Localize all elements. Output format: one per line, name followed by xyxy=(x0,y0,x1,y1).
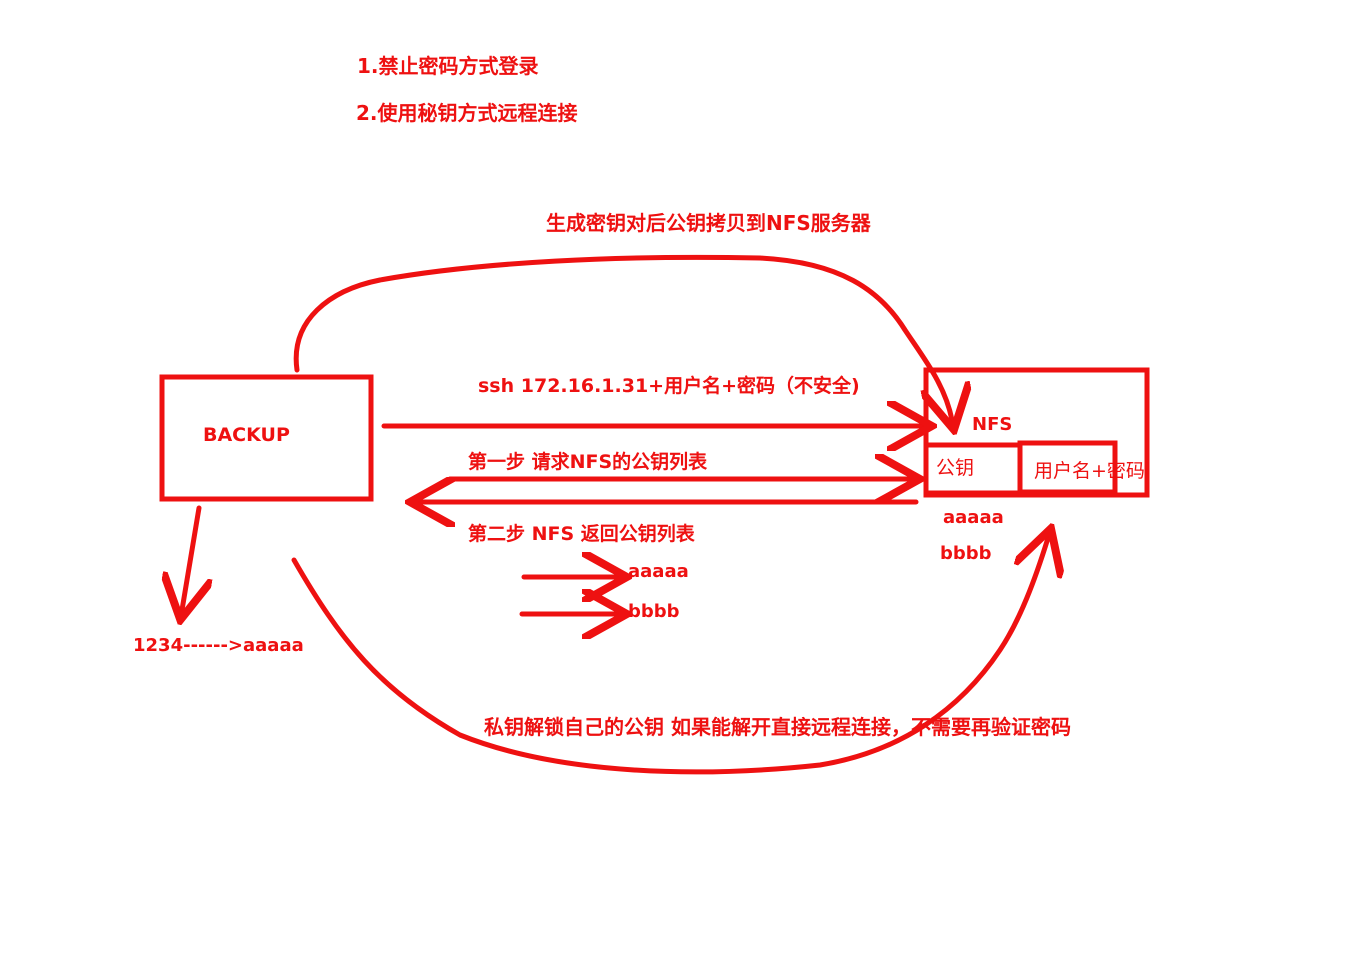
nfs-key-1: aaaaa xyxy=(943,507,1004,528)
bottom-unlock-arc xyxy=(291,538,1048,775)
top-copy-arc xyxy=(293,254,952,420)
nfs-label: NFS xyxy=(972,414,1013,435)
nfs-user-label: 用户名+密码 xyxy=(1034,460,1145,482)
private-key-arrow xyxy=(182,505,199,610)
bottom-arc-label: 私钥解锁自己的公钥 如果能解开直接远程连接，不需要再验证密码 xyxy=(484,715,1071,739)
nfs-pubkey-label: 公钥 xyxy=(936,457,975,479)
top-arc-label: 生成密钥对后公钥拷贝到NFS服务器 xyxy=(546,211,871,235)
backup-box xyxy=(159,374,374,502)
ssh-label: ssh 172.16.1.31+用户名+密码（不安全) xyxy=(478,375,860,397)
list-item-2: bbbb xyxy=(628,601,680,622)
nfs-user-cell xyxy=(1017,440,1118,495)
nfs-key-2: bbbb xyxy=(940,543,992,564)
list-item-1: aaaaa xyxy=(628,561,689,582)
note-line-1: 1.禁止密码方式登录 xyxy=(357,54,539,78)
step1-label: 第一步 请求NFS的公钥列表 xyxy=(468,451,708,473)
backup-label: BACKUP xyxy=(203,424,290,446)
private-key-label: 1234------>aaaaa xyxy=(133,635,304,656)
note-line-2: 2.使用秘钥方式远程连接 xyxy=(356,101,578,125)
step2-label: 第二步 NFS 返回公钥列表 xyxy=(468,523,695,545)
